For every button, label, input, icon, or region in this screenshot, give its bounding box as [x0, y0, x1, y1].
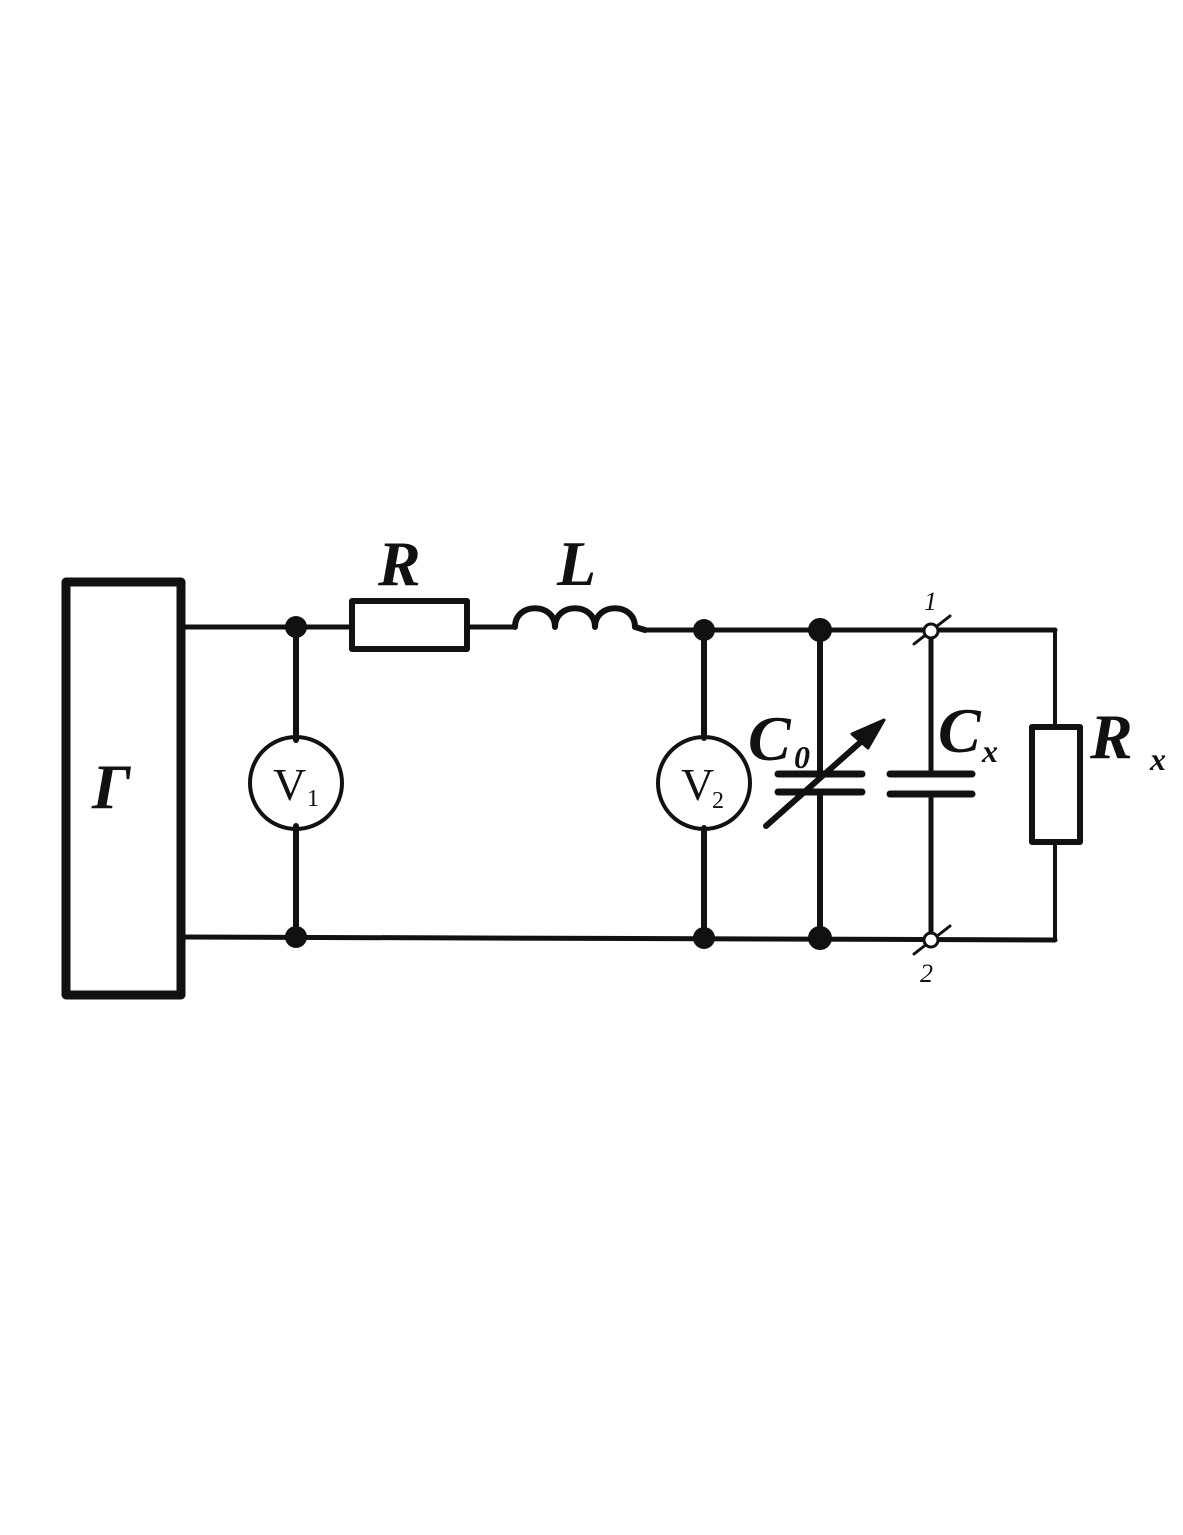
inductor-l-label: L — [556, 528, 596, 599]
capacitor-c0-index: 0 — [794, 739, 810, 775]
resistor-rx-body — [1029, 724, 1083, 845]
voltmeter-v1-letter: V — [273, 759, 306, 810]
voltmeter-v2-letter: V — [681, 759, 714, 810]
voltmeter-v2-index: 2 — [712, 788, 724, 814]
resistor-rx-letter: R — [1089, 701, 1133, 772]
generator-box — [61, 577, 186, 1000]
c0-variable-arrow-shaft — [763, 729, 875, 829]
junction-dot — [808, 926, 832, 950]
voltmeter-v1-index: 1 — [307, 786, 319, 812]
terminal-2-label: 2 — [920, 959, 933, 988]
inductor-l-coil — [512, 605, 648, 633]
c0-variable-arrow-head — [850, 718, 886, 750]
terminal-1-label: 1 — [924, 587, 937, 616]
terminal-2-circle — [922, 931, 940, 949]
resistor-r-label: R — [377, 528, 421, 599]
generator-label: Г — [91, 751, 131, 822]
capacitor-cx-index: x — [981, 733, 998, 769]
junction-dot — [693, 927, 715, 949]
terminal-1-circle — [922, 622, 940, 640]
capacitor-cx-letter: C — [938, 695, 982, 766]
voltmeter-v1-circle — [248, 735, 344, 831]
junction-dot — [285, 926, 307, 948]
junction-dot — [808, 618, 832, 642]
bottom-wire — [178, 934, 1058, 943]
capacitor-c0-letter: C — [748, 703, 792, 774]
junction-dot — [693, 619, 715, 641]
resistor-r-body — [349, 598, 470, 652]
resistor-rx-index: x — [1149, 741, 1166, 777]
voltmeter-v2-circle — [656, 735, 752, 831]
junction-dot — [285, 616, 307, 638]
